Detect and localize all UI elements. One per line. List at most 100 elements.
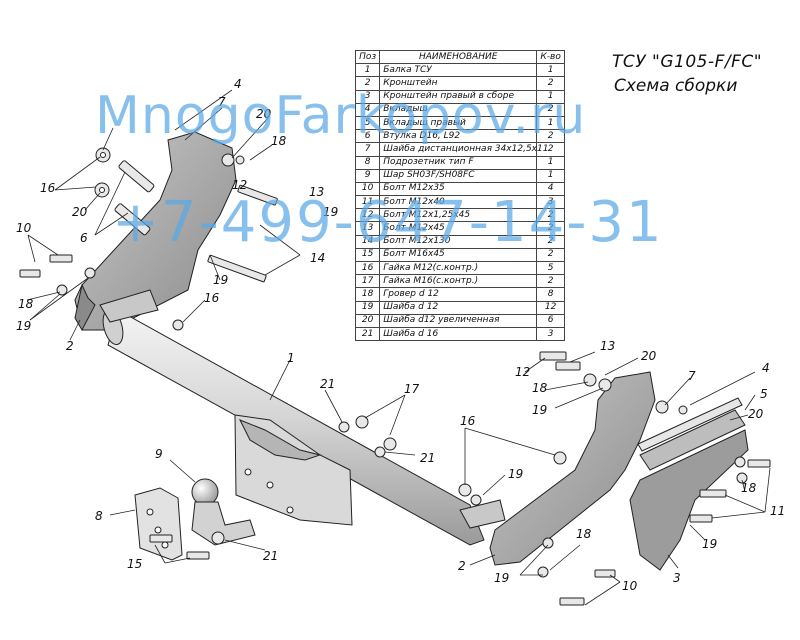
callout-number: 5	[760, 387, 768, 401]
row-pos: 8	[354, 155, 381, 170]
right-beam-clip	[459, 499, 506, 529]
row-name: Болт М12х1,25х45	[379, 208, 538, 223]
callout-number: 20	[641, 349, 657, 363]
callout-number: 19	[702, 537, 717, 551]
row-qty: 6	[536, 313, 565, 328]
ball-mount-strap	[238, 419, 322, 461]
callout-number: 4	[234, 77, 242, 91]
header-name: НАИМЕНОВАНИЕ	[379, 49, 538, 65]
header-pos: Поз	[354, 49, 381, 65]
row-qty: 2	[536, 208, 565, 223]
row-pos: 2	[354, 76, 381, 91]
row-qty: 12	[536, 300, 565, 315]
row-pos: 13	[354, 221, 381, 236]
row-name: Шайба дистанционная 34х12,5х11	[379, 142, 548, 157]
row-qty: 2	[536, 234, 565, 249]
callout-number: 18	[532, 381, 548, 395]
callout-number: 19	[323, 205, 338, 219]
row-pos: 18	[354, 287, 381, 302]
callout-number: 20	[72, 205, 88, 219]
row-name: Болт М12х45	[379, 221, 538, 236]
row-name: Вкладыш правый	[379, 115, 538, 131]
row-pos: 3	[354, 89, 381, 104]
row-name: Гровер d 12	[379, 287, 538, 302]
right-insert	[639, 409, 746, 471]
row-pos: 14	[354, 234, 381, 249]
callout-number: 19	[16, 319, 31, 333]
row-name: Гайка М12(с.контр.)	[379, 260, 538, 276]
callout-number: 13	[600, 339, 615, 353]
callout-number: 19	[494, 571, 509, 585]
callout-number: 15	[127, 557, 142, 571]
row-qty: 1	[536, 89, 565, 104]
row-pos: 6	[354, 129, 381, 144]
callout-number: 18	[576, 527, 592, 541]
left-bracket-flange	[74, 283, 96, 332]
callout-number: 16	[40, 181, 56, 195]
mount-hole	[286, 506, 294, 514]
row-pos: 17	[354, 274, 381, 289]
callout-number: 10	[622, 579, 638, 593]
page-title: ТСУ "G105-F/FC"	[612, 52, 763, 72]
row-pos: 5	[354, 115, 381, 131]
row-name: Болт М12х130	[379, 234, 538, 249]
row-pos: 20	[354, 313, 381, 328]
row-pos: 7	[354, 142, 381, 157]
row-qty: 1	[536, 155, 565, 170]
callout-number: 6	[80, 231, 88, 245]
callout-number: 18	[18, 297, 34, 311]
callout-number: 16	[460, 414, 476, 428]
row-qty: 2	[536, 221, 565, 236]
row-name: Втулка D16, L92	[379, 129, 538, 144]
callout-number: 19	[508, 467, 523, 481]
row-name: Болт М12х40	[379, 195, 538, 210]
row-qty: 4	[536, 181, 565, 197]
beam-left-clip	[99, 289, 159, 323]
row-name: Болт М16х45	[379, 247, 538, 263]
tow-ball-neck	[191, 501, 256, 546]
leader-lines	[26, 89, 771, 606]
callout-number: 12	[232, 178, 247, 192]
socket-hole	[161, 541, 169, 549]
row-pos: 21	[354, 326, 381, 342]
row-qty: 3	[536, 326, 565, 342]
row-name: Балка ТСУ	[379, 63, 538, 78]
row-qty: 1	[536, 115, 565, 131]
socket-plate	[134, 487, 183, 561]
callout-number: 21	[320, 377, 335, 391]
row-pos: 16	[354, 260, 381, 276]
callout-number: 12	[515, 365, 530, 379]
parts-table-header: Поз НАИМЕНОВАНИЕ К-во	[354, 49, 565, 65]
callout-number: 10	[16, 221, 32, 235]
row-qty: 8	[536, 287, 565, 302]
callout-number: 4	[762, 361, 770, 375]
right-bracket-assembly	[629, 429, 749, 571]
row-name: Вкладыш	[379, 102, 538, 117]
callout-number: 18	[741, 481, 757, 495]
callout-number: 7	[218, 95, 226, 109]
page-subtitle: Схема сборки	[614, 76, 738, 96]
callout-number: 17	[404, 382, 420, 396]
row-qty: 5	[536, 260, 565, 276]
row-name: Шар SH03F/SH08FC	[379, 168, 538, 183]
callout-number: 1	[287, 351, 295, 365]
row-name: Шайба d12 увеличенная	[379, 313, 538, 328]
callout-number: 16	[204, 291, 220, 305]
